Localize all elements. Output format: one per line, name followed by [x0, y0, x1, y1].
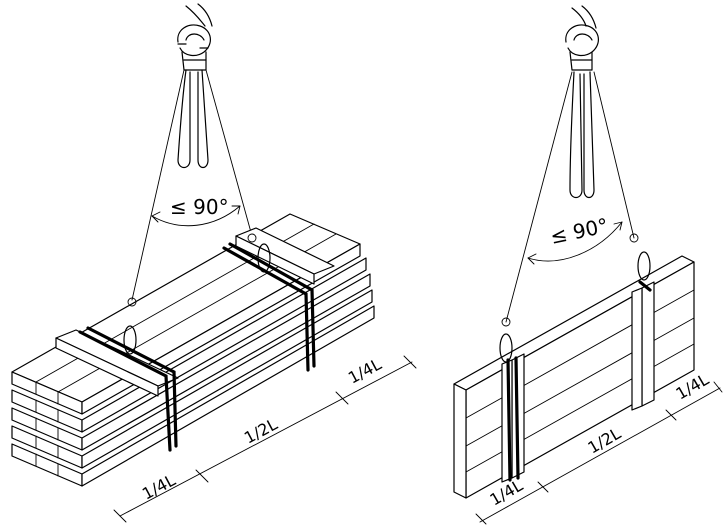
- left-angle-label: ≤ 90°: [170, 195, 229, 219]
- crane-hook-icon: [177, 3, 213, 71]
- sling-loop-icon: [499, 233, 651, 363]
- angle-arc: ≤ 90°: [151, 195, 241, 227]
- sling-legs: [505, 71, 635, 323]
- wooden-panel: [453, 255, 695, 499]
- left-figure: ≤ 90°: [11, 3, 417, 523]
- left-dim-quarter-right: 1/4L: [345, 354, 385, 387]
- sling-loop-icon: [123, 233, 271, 355]
- left-dim-quarter-left: 1/4L: [139, 470, 179, 503]
- lashing-straps: [78, 242, 316, 452]
- sling-legs: [131, 69, 253, 301]
- angle-arc: ≤ 90°: [527, 213, 623, 265]
- crane-hook-icon: [565, 5, 599, 71]
- lashing-straps: [506, 280, 652, 482]
- left-dim-half: 1/2L: [241, 414, 281, 447]
- right-figure: ≤ 90°: [453, 5, 723, 525]
- lumber-stack: [11, 213, 375, 487]
- right-angle-label: ≤ 90°: [548, 213, 610, 249]
